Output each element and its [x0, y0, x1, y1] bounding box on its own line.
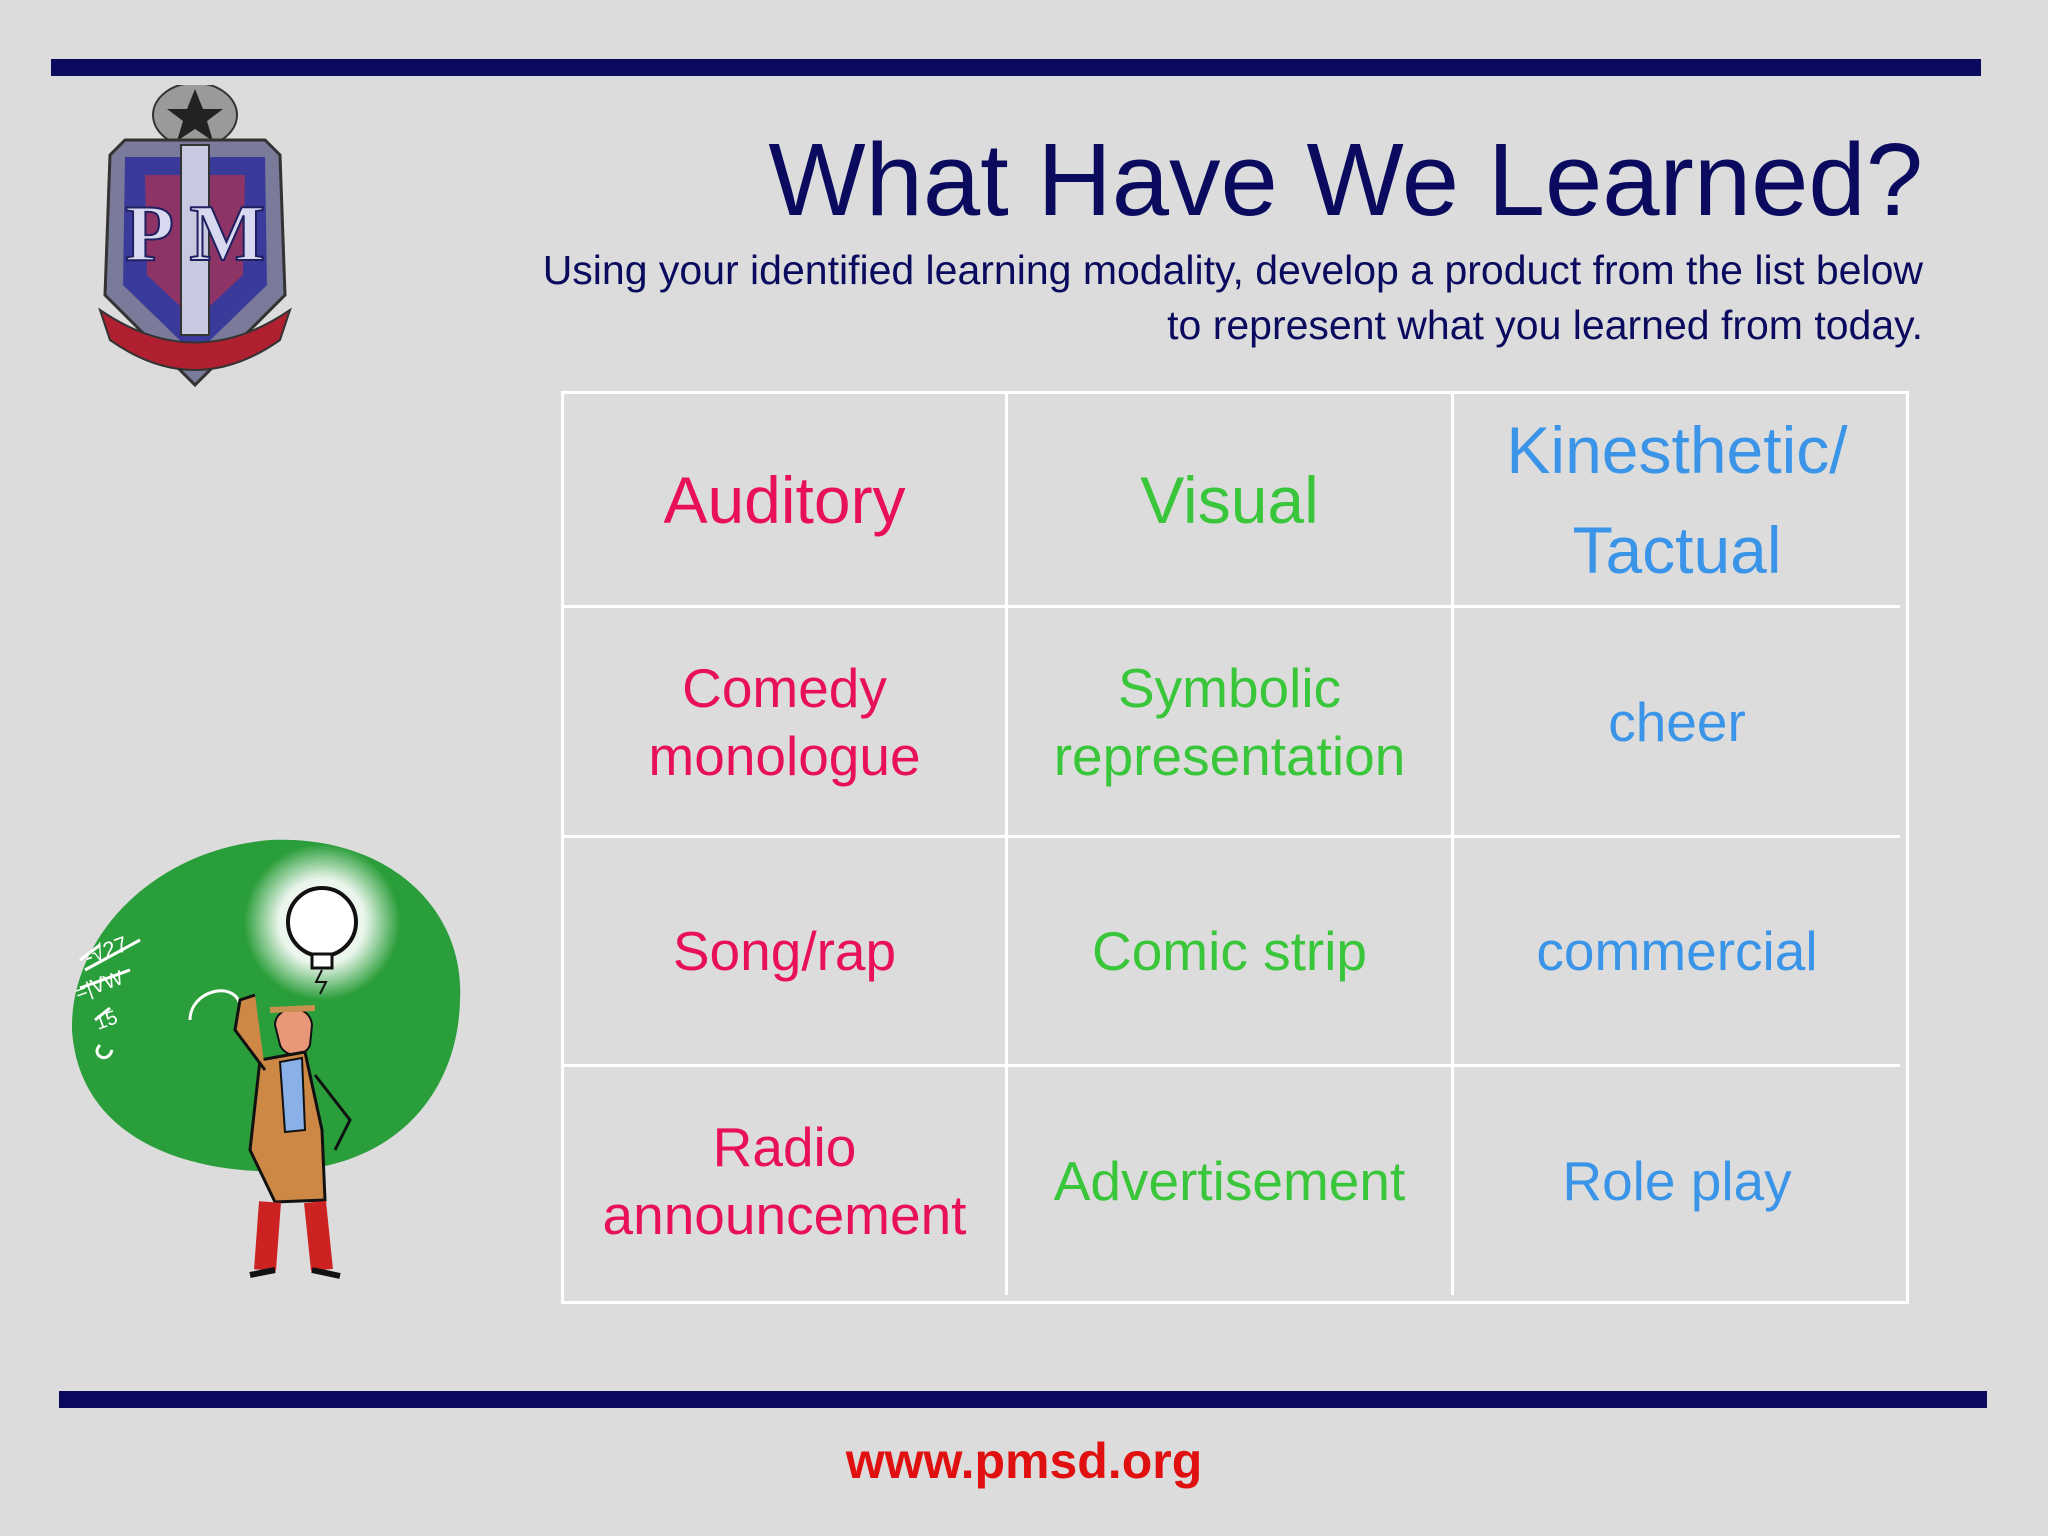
cell-text: commercial [1536, 920, 1818, 982]
cell-kinesthetic-row2: commercial [1454, 838, 1900, 1067]
cell-auditory-row1: Comedy monologue [564, 608, 1008, 838]
header-auditory-label: Auditory [663, 462, 906, 537]
cell-auditory-row2: Song/rap [564, 838, 1008, 1067]
cell-text: Radio announcement [603, 1113, 967, 1249]
cell-text: Symbolic representation [1054, 654, 1406, 790]
cell-line-2: announcement [602, 1184, 967, 1246]
cell-text: Comic strip [1091, 920, 1368, 982]
footer-url[interactable]: www.pmsd.org [845, 1433, 1203, 1489]
header-auditory: Auditory [564, 394, 1008, 608]
cell-text: Comedy monologue [648, 654, 920, 790]
subtitle-line-2: to represent what you learned from today… [1167, 302, 1923, 348]
top-rule [51, 59, 1981, 76]
subtitle-line-1: Using your identified learning modality,… [542, 247, 1923, 293]
header-kinesthetic-label: Kinesthetic/ Tactual [1506, 400, 1847, 600]
svg-text:P M: P M [125, 190, 265, 278]
cell-visual-row1: Symbolic representation [1008, 608, 1454, 838]
cell-line-1: Radio [712, 1116, 857, 1178]
header-visual: Visual [1008, 394, 1454, 608]
header-kinesthetic: Kinesthetic/ Tactual [1454, 394, 1900, 608]
cell-visual-row2: Comic strip [1008, 838, 1454, 1067]
slide-title: What Have We Learned? [768, 122, 1923, 237]
cell-text: Song/rap [672, 920, 897, 982]
cell-line-2: representation [1053, 724, 1406, 787]
cell-text: cheer [1608, 690, 1746, 753]
cell-kinesthetic-row1: cheer [1454, 608, 1900, 838]
slide-subtitle: Using your identified learning modality,… [243, 243, 1923, 353]
school-crest-logo: P M [98, 85, 292, 388]
cell-line-1: Comedy [682, 656, 887, 719]
header-kinesthetic-line-1: Kinesthetic/ [1506, 412, 1848, 487]
cell-text: Role play [1562, 1150, 1792, 1212]
cell-text: Advertisement [1053, 1150, 1406, 1212]
cell-line-2: monologue [648, 724, 921, 787]
cell-visual-row3: Advertisement [1008, 1067, 1454, 1295]
cell-auditory-row3: Radio announcement [564, 1067, 1008, 1295]
bottom-rule [59, 1391, 1987, 1408]
teacher-lightbulb-illustration: -√27 =|∀W 15 [71, 839, 461, 1279]
modality-table: Auditory Visual Kinesthetic/ Tactual Com… [561, 391, 1909, 1304]
header-kinesthetic-line-2: Tactual [1572, 512, 1782, 587]
cell-line-1: Symbolic [1117, 656, 1342, 719]
header-visual-label: Visual [1140, 462, 1319, 537]
cell-kinesthetic-row3: Role play [1454, 1067, 1900, 1295]
